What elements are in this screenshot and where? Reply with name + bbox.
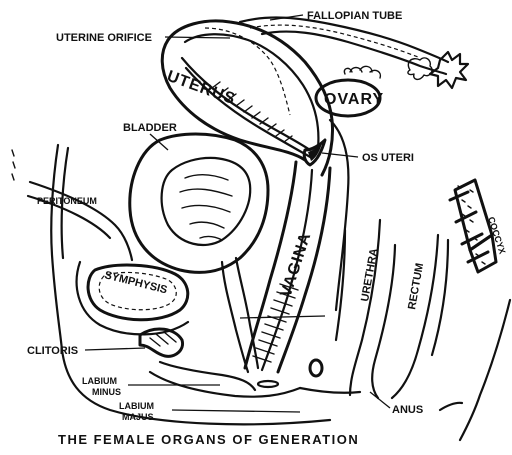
posterior-peritoneum (330, 120, 348, 310)
label-clitoris: CLITORIS (27, 345, 78, 357)
left-edge-marks (12, 150, 15, 180)
leader-uterine-orifice (165, 37, 230, 38)
label-fallopian-tube: FALLOPIAN TUBE (307, 10, 402, 22)
bladder-wave-3 (182, 205, 230, 212)
label-ovary: OVARY (324, 91, 384, 108)
bladder-inner-wall (162, 158, 251, 245)
label-rectum: RECTUM (406, 262, 426, 310)
leader-labium-majus (172, 410, 300, 412)
label-anus: ANUS (392, 404, 423, 416)
leader-clitoris (85, 348, 145, 350)
label-os-uteri: OS UTERI (362, 152, 414, 164)
bladder-wave-4 (190, 222, 224, 228)
sacral-curve-2 (440, 403, 462, 410)
leader-anus (370, 392, 390, 408)
leader-urethra (240, 316, 325, 318)
label-uterus: UTERUS (165, 68, 238, 109)
bladder-wave-1 (185, 175, 228, 180)
vestibule-mark (258, 381, 278, 387)
uterus-outer-wall (168, 21, 333, 175)
bladder-wave-5 (200, 237, 222, 240)
ovary-follicles (344, 66, 380, 78)
urethra-channel-2 (350, 220, 380, 395)
diagram-title: THE FEMALE ORGANS OF GENERATION (58, 432, 359, 447)
label-bladder: BLADDER (123, 122, 177, 134)
leader-bladder (150, 134, 168, 150)
labium-minus-shape (160, 362, 255, 390)
urethra-front-wall (222, 262, 248, 372)
label-labium-minus-line2: MINUS (92, 387, 121, 397)
label-labium-majus-line1: LABIUM (119, 401, 154, 411)
label-uterine-orifice: UTERINE ORIFICE (56, 32, 152, 44)
label-peritoneum: PERITONEUM (37, 196, 97, 206)
sacral-curve (460, 300, 510, 440)
leader-os-uteri (322, 153, 358, 157)
rectum-outer (432, 240, 448, 355)
perineum-mark (310, 360, 322, 376)
label-vagina: VAGINA (278, 230, 315, 299)
label-labium-minus-line1: LABIUM (82, 376, 117, 386)
peritoneum-line (30, 182, 132, 260)
rectum-back-wall (392, 235, 438, 398)
bladder-wave-2 (180, 189, 232, 196)
urethra-back-wall (236, 258, 258, 368)
label-labium-majus-line2: MAJUS (122, 412, 154, 422)
label-urethra: URETHRA (359, 247, 380, 302)
